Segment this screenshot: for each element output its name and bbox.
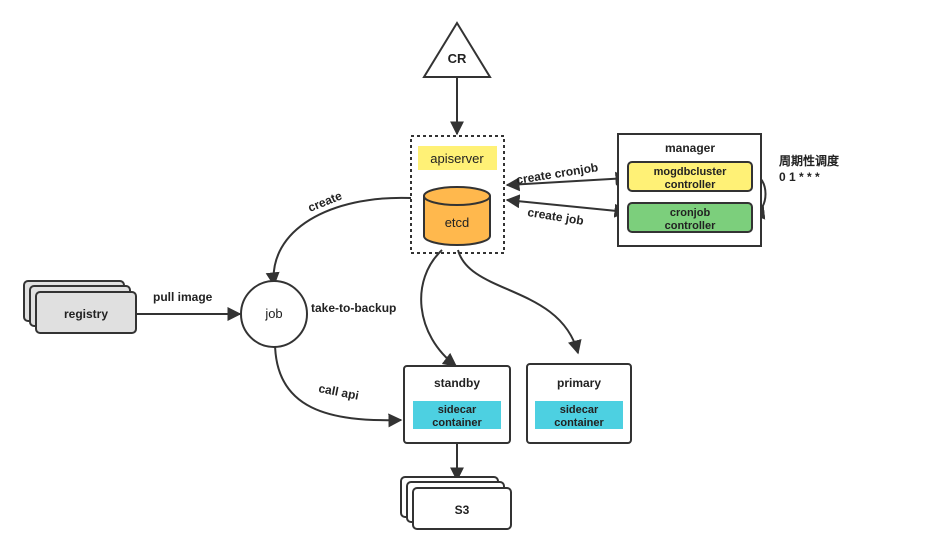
mogdbcluster-controller[interactable]: mogdbcluster controller bbox=[627, 161, 753, 192]
s3-stack[interactable]: S3 bbox=[400, 476, 512, 530]
connectors bbox=[136, 78, 767, 482]
etcd-label: etcd bbox=[445, 215, 470, 230]
primary-box[interactable]: primary sidecar container bbox=[526, 363, 632, 444]
edge-create-job-from-apiserver bbox=[265, 196, 412, 287]
edge-etcd-to-primary bbox=[457, 249, 582, 355]
standby-sidecar-line1: sidecar bbox=[438, 404, 477, 416]
registry-stack[interactable]: registry bbox=[23, 280, 137, 334]
standby-label: standby bbox=[434, 376, 480, 390]
primary-label: primary bbox=[557, 376, 601, 390]
registry-label: registry bbox=[64, 307, 108, 321]
etcd-cylinder: etcd bbox=[423, 186, 491, 246]
standby-box[interactable]: standby sidecar container bbox=[403, 365, 511, 444]
primary-sidecar-line1: sidecar bbox=[560, 404, 599, 416]
cr-node[interactable]: CR bbox=[422, 21, 492, 78]
mogdbcluster-controller-line1: mogdbcluster bbox=[654, 166, 727, 178]
cronjob-controller[interactable]: cronjob controller bbox=[627, 202, 753, 233]
cronjob-controller-line2: controller bbox=[665, 220, 716, 232]
cr-label: CR bbox=[448, 51, 467, 66]
edge-call-api bbox=[274, 341, 403, 428]
create-job-edge-label: create job bbox=[527, 205, 585, 228]
take-to-backup-edge-label: take-to-backup bbox=[311, 301, 396, 315]
apiserver-group[interactable]: apiserver etcd bbox=[410, 135, 505, 254]
edge-create-job bbox=[505, 194, 629, 218]
mogdbcluster-controller-line2: controller bbox=[665, 179, 716, 191]
schedule-annotation: 周期性调度 0 1 * * * bbox=[779, 153, 840, 184]
s3-label: S3 bbox=[455, 503, 470, 517]
edge-etcd-to-standby bbox=[420, 249, 458, 367]
primary-sidecar-line2: container bbox=[554, 417, 604, 429]
edge-create-cronjob bbox=[505, 171, 630, 192]
standby-sidecar-line2: container bbox=[432, 417, 482, 429]
call-api-edge-label: call api bbox=[317, 381, 360, 403]
job-node[interactable]: job bbox=[240, 280, 308, 348]
standby-sidecar-container: sidecar container bbox=[413, 401, 501, 429]
cronjob-controller-line1: cronjob bbox=[670, 207, 711, 219]
manager-label: manager bbox=[665, 141, 715, 155]
job-label: job bbox=[264, 306, 282, 321]
apiserver-badge bbox=[418, 146, 497, 170]
primary-sidecar-container: sidecar container bbox=[535, 401, 623, 429]
schedule-title: 周期性调度 bbox=[779, 153, 840, 168]
manager-box[interactable]: manager mogdbcluster controller cronjob … bbox=[617, 133, 762, 247]
pull-image-edge-label: pull image bbox=[153, 290, 213, 304]
apiserver-label: apiserver bbox=[430, 151, 484, 166]
schedule-cron: 0 1 * * * bbox=[779, 170, 820, 184]
